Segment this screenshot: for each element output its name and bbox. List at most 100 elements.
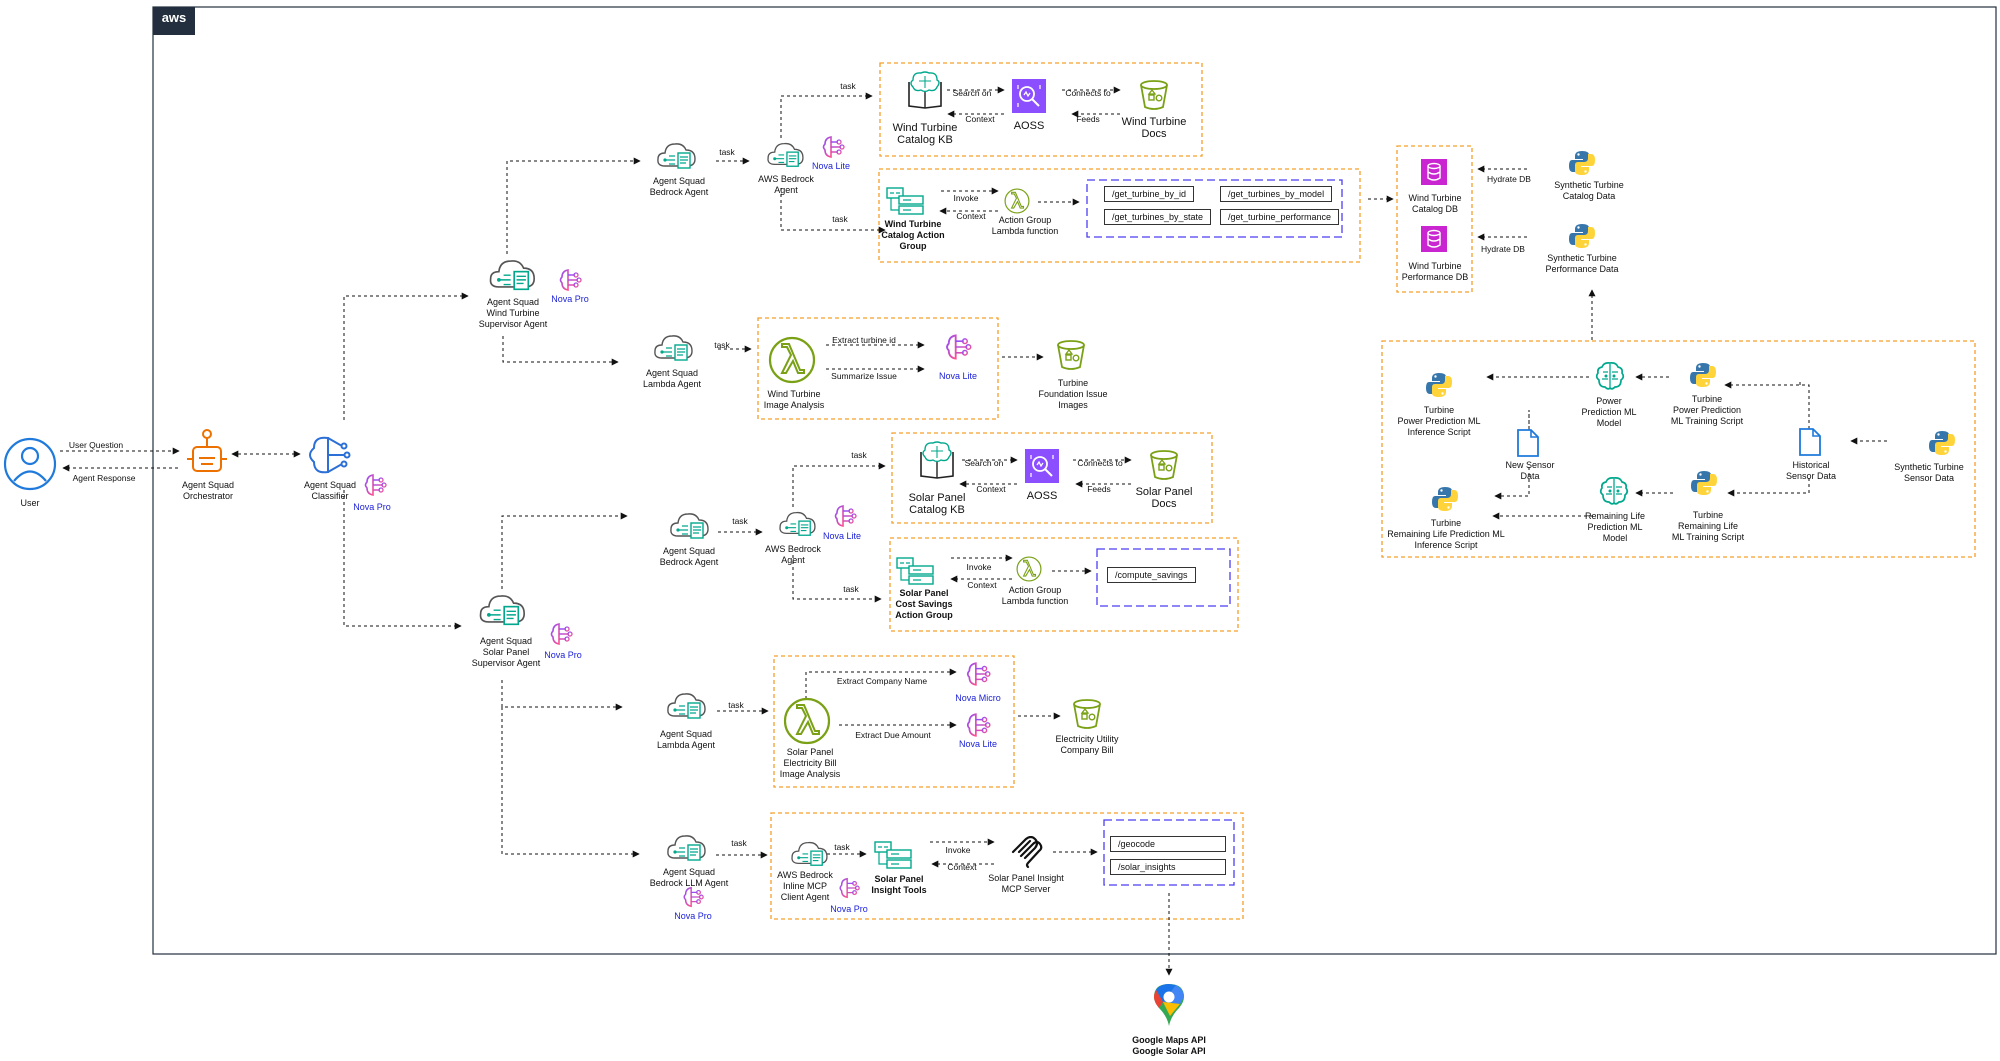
python-icon <box>1690 469 1718 497</box>
wind-kb-group <box>879 62 1203 157</box>
summarize-issue-label: Summarize Issue <box>831 371 897 381</box>
aoss-icon <box>1012 79 1046 113</box>
utility-bill-label: Electricity Utility Company Bill <box>1055 734 1119 755</box>
python-icon <box>1689 361 1717 389</box>
ml-group <box>1381 340 1976 558</box>
task-label: task <box>851 450 867 460</box>
agent-cloud-icon <box>765 138 807 170</box>
context-label: Context <box>965 114 995 124</box>
wind-lambda-agent-label: Agent Squad Lambda Agent <box>642 368 702 389</box>
solar-kb-label: Solar Panel Catalog KB <box>908 492 966 516</box>
extract-due-label: Extract Due Amount <box>855 730 931 740</box>
invoke-label: Invoke <box>945 845 971 855</box>
wind-docs-label: Wind Turbine Docs <box>1121 116 1187 140</box>
task-label: task <box>714 340 730 350</box>
agent-response-label: Agent Response <box>72 473 136 483</box>
invoke-label: Invoke <box>953 193 979 203</box>
solar-llm-agent-label: Agent Squad Bedrock LLM Agent <box>649 867 729 888</box>
user-question-label: User Question <box>68 440 124 450</box>
connects-to-label: Connects to <box>1077 458 1123 468</box>
solar-insight-tools-label: Solar Panel Insight Tools <box>871 874 927 895</box>
wind-catalog-db-label: Wind Turbine Catalog DB <box>1408 193 1462 214</box>
context-label: Context <box>967 580 997 590</box>
task-label: task <box>731 838 747 848</box>
solar-supervisor-label: Agent Squad Solar Panel Supervisor Agent <box>471 636 541 668</box>
solar-docs-label: Solar Panel Docs <box>1135 486 1193 510</box>
lambda-small-icon <box>1016 556 1042 582</box>
mcp-server-icon <box>1009 835 1043 870</box>
action-group-icon <box>885 186 925 216</box>
python-icon <box>1568 222 1596 250</box>
synthetic-sensor-label: Synthetic Turbine Sensor Data <box>1894 462 1964 483</box>
ml-model-icon <box>1594 360 1626 392</box>
nova-icon <box>943 332 973 362</box>
api-get-turbine-performance: /get_turbine_performance <box>1220 209 1340 225</box>
wind-action-group-box <box>878 168 1361 263</box>
solar-lambda-function-label: Action Group Lambda function <box>1001 585 1069 606</box>
wind-aws-bedrock-agent-model: Nova Lite <box>811 161 851 171</box>
api-geocode: /geocode <box>1110 836 1226 852</box>
task-label: task <box>834 842 850 852</box>
wind-aws-bedrock-agent-label: AWS Bedrock Agent <box>758 174 814 195</box>
solar-llm-agent-model: Nova Pro <box>674 911 712 921</box>
extract-turbine-id-label: Extract turbine id <box>832 335 896 345</box>
lambda-small-icon <box>1004 188 1030 214</box>
wind-lambda-function-label: Action Group Lambda function <box>991 215 1059 236</box>
nova-icon <box>820 134 846 160</box>
inline-mcp-agent-model: Nova Pro <box>830 904 868 914</box>
nova-icon <box>964 711 992 739</box>
wind-supervisor-model: Nova Pro <box>551 294 589 304</box>
user-label: User <box>20 498 40 508</box>
wind-lambda-model: Nova Lite <box>938 371 978 381</box>
wind-lambda-group <box>757 317 999 420</box>
life-model-label: Remaining Life Prediction ML Model <box>1584 511 1646 543</box>
power-model-label: Power Prediction ML Model <box>1581 396 1637 428</box>
agent-cloud-icon <box>777 507 819 539</box>
nova-icon <box>548 621 574 647</box>
historical-sensor-label: Historical Sensor Data <box>1785 460 1837 481</box>
search-on-label: Search on <box>952 88 992 98</box>
solar-api-box <box>1096 548 1231 607</box>
solar-lambda-agent-label: Agent Squad Lambda Agent <box>656 729 716 750</box>
new-sensor-label: New Sensor Data <box>1505 460 1555 481</box>
nova-icon <box>964 660 992 688</box>
classifier-brain-icon <box>309 436 351 474</box>
hydrate-db-label: Hydrate DB <box>1481 244 1525 254</box>
agent-cloud-icon <box>665 830 709 864</box>
invoke-label: Invoke <box>966 562 992 572</box>
context-label: Context <box>947 862 977 872</box>
life-training-label: Turbine Remaining Life ML Training Scrip… <box>1671 510 1745 542</box>
nova-icon <box>832 503 858 529</box>
document-icon <box>1516 428 1540 458</box>
wind-performance-db-label: Wind Turbine Performance DB <box>1401 261 1469 282</box>
classifier-label: Agent Squad Classifier <box>303 480 357 501</box>
agent-cloud-icon <box>652 330 696 364</box>
database-icon <box>1421 159 1447 185</box>
database-icon <box>1421 226 1447 252</box>
mcp-server-label: Solar Panel Insight MCP Server <box>988 873 1064 894</box>
lambda-large-icon <box>768 336 816 384</box>
feeds-label: Feeds <box>1076 114 1100 124</box>
agent-cloud-icon <box>487 254 539 294</box>
wind-image-analysis-label: Wind Turbine Image Analysis <box>763 389 825 410</box>
power-training-label: Turbine Power Prediction ML Training Scr… <box>1670 394 1744 426</box>
solar-aws-bedrock-agent-label: AWS Bedrock Agent <box>765 544 821 565</box>
solar-action-group-box <box>889 537 1239 632</box>
python-icon <box>1425 371 1453 399</box>
orchestrator-icon <box>187 429 227 472</box>
aoss-label: AOSS <box>1013 120 1045 132</box>
classifier-model: Nova Pro <box>353 502 391 512</box>
orchestrator-label: Agent Squad Orchestrator <box>181 480 235 501</box>
wind-supervisor-label: Agent Squad Wind Turbine Supervisor Agen… <box>478 297 548 329</box>
turbine-issue-images-label: Turbine Foundation Issue Images <box>1038 378 1108 410</box>
agent-cloud-icon <box>655 138 699 172</box>
task-label: task <box>719 147 735 157</box>
solar-action-group-label: Solar Panel Cost Savings Action Group <box>895 588 953 620</box>
agent-cloud-icon <box>668 508 712 542</box>
wind-bedrock-agent-label: Agent Squad Bedrock Agent <box>649 176 709 197</box>
agent-cloud-icon <box>477 589 529 629</box>
nova-icon <box>362 472 388 498</box>
solar-bedrock-agent-label: Agent Squad Bedrock Agent <box>659 546 719 567</box>
task-label: task <box>728 700 744 710</box>
